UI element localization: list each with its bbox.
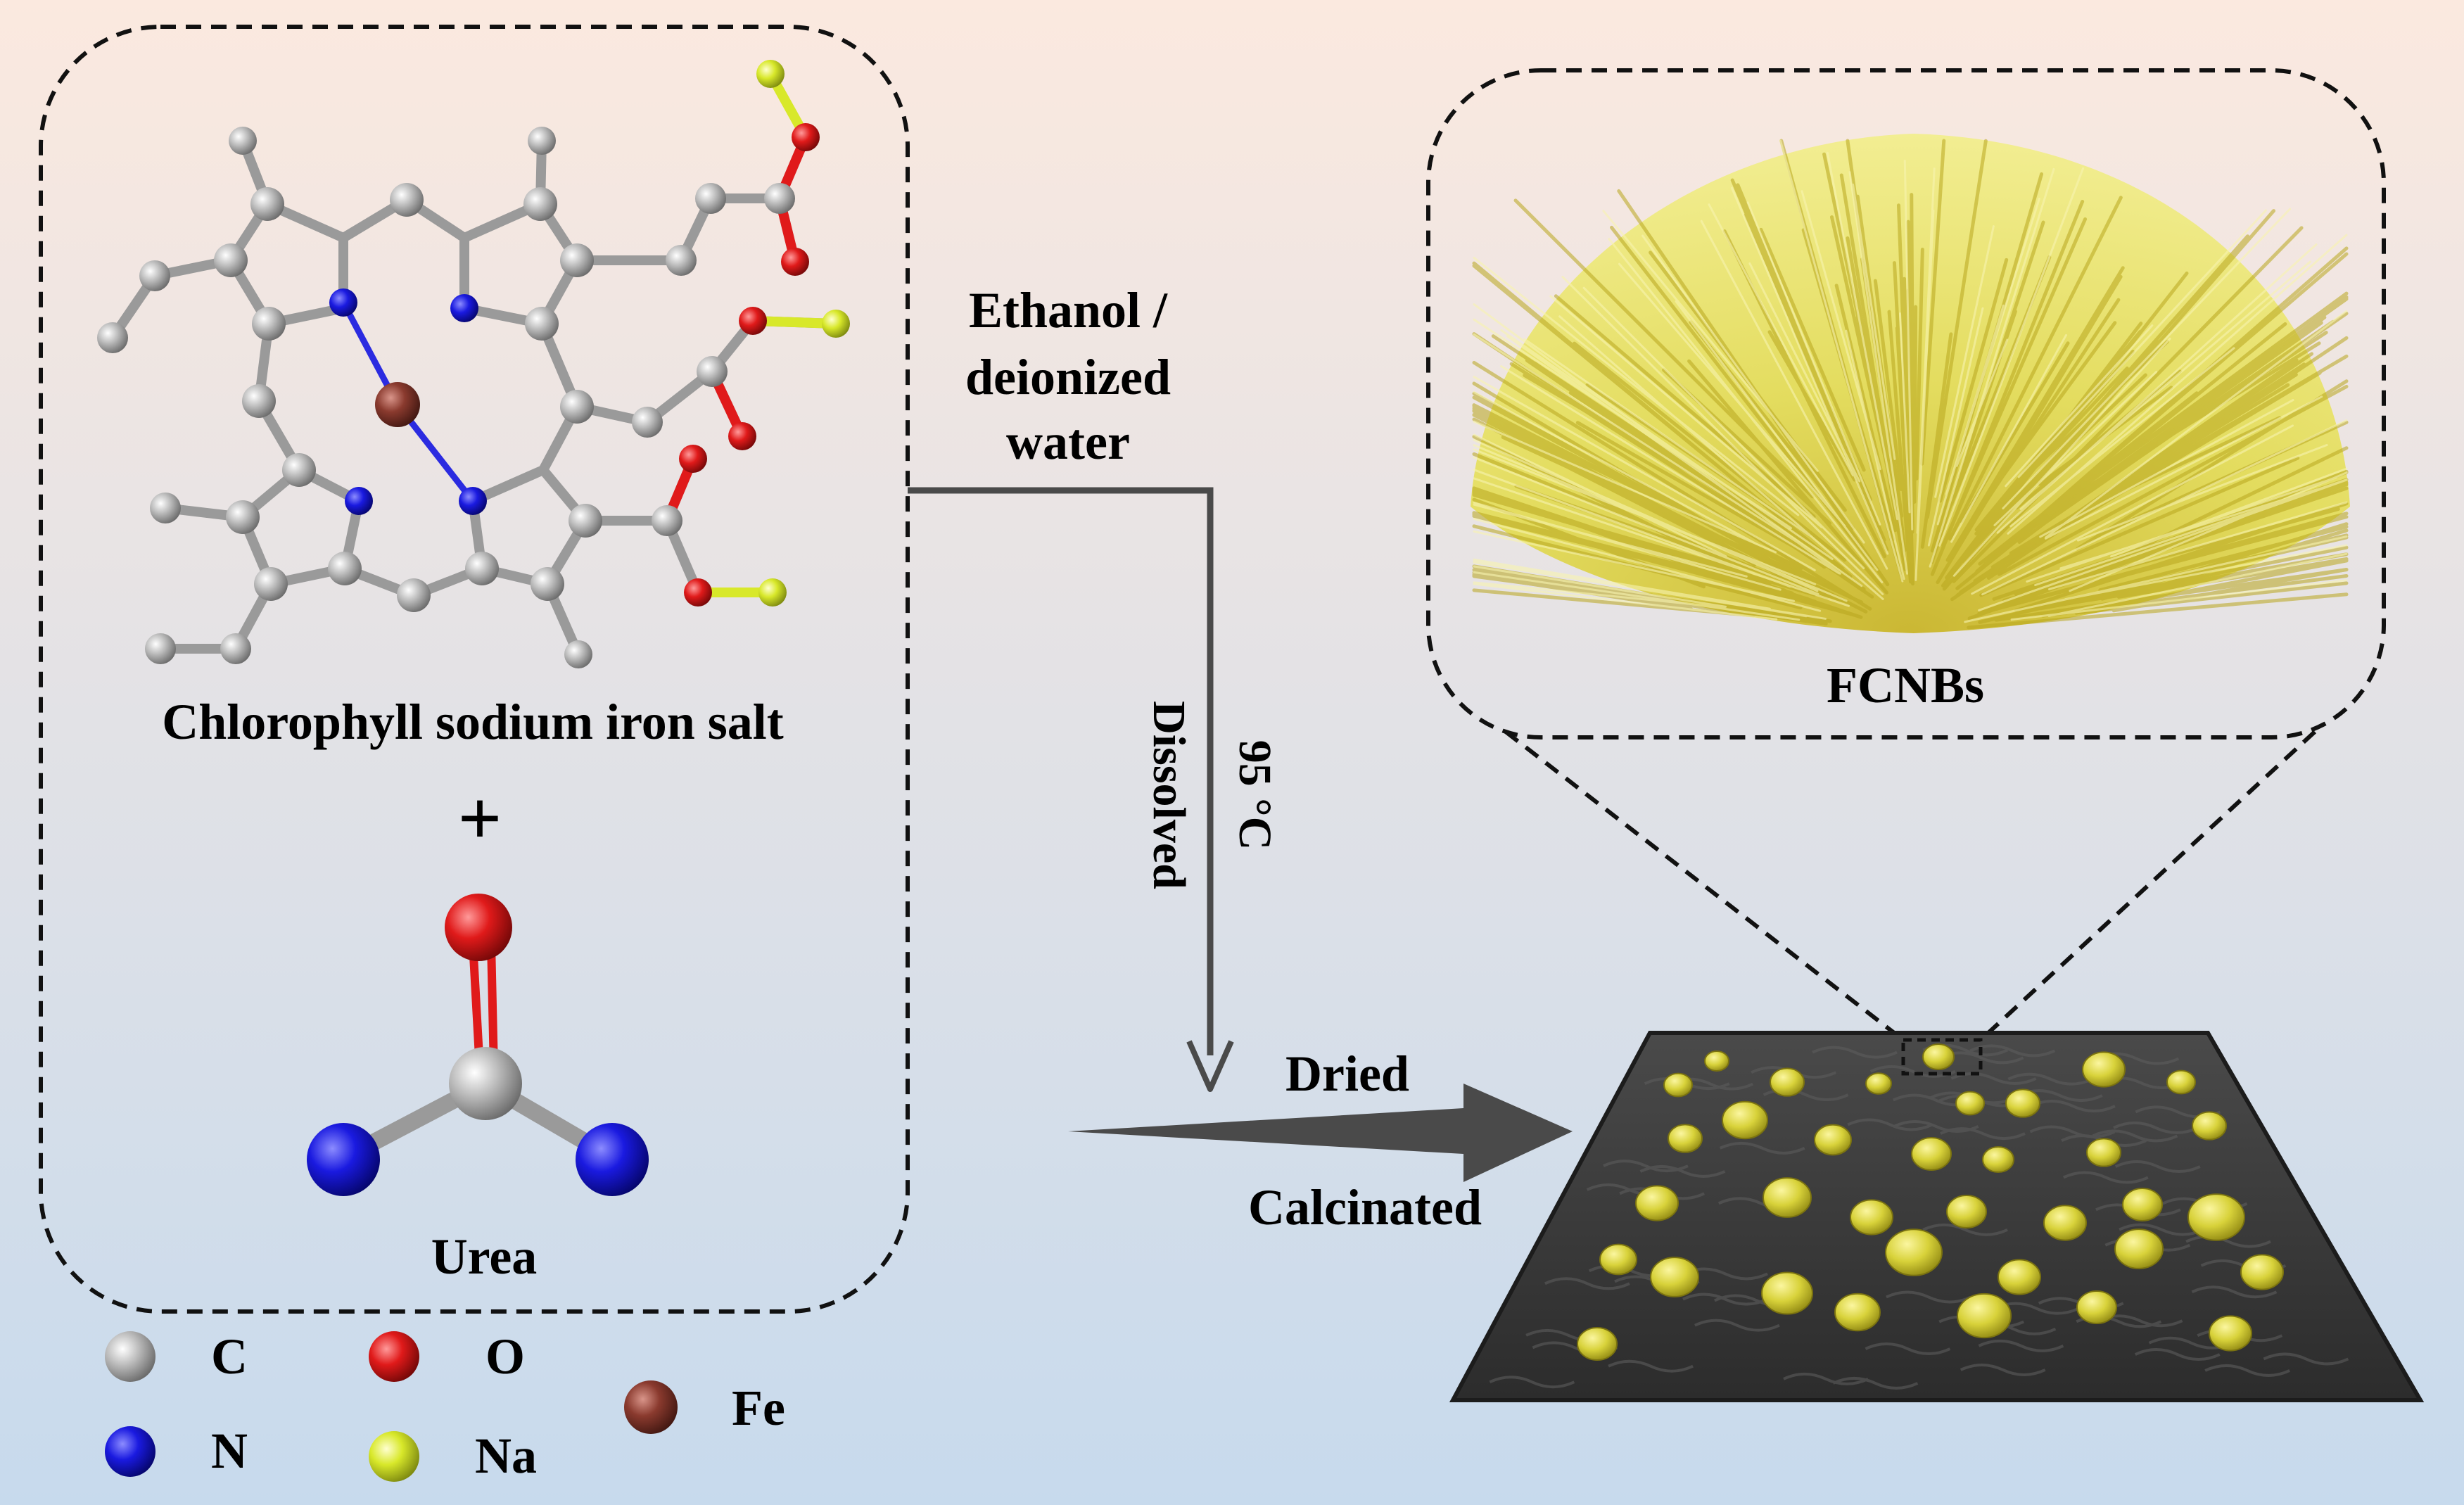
fcnb-particle — [2122, 1188, 2163, 1221]
solvent-label-line3: water — [1006, 414, 1130, 470]
fcnb-particle — [1650, 1257, 1699, 1297]
dried-label: Dried — [1285, 1046, 1409, 1102]
legend-swatch-o — [369, 1331, 419, 1382]
product-zoom-frame — [1426, 68, 2386, 739]
legend-swatch-na — [369, 1431, 419, 1482]
fcnb-particle — [1998, 1259, 2041, 1295]
fcnb-particle — [1635, 1185, 1679, 1221]
fcnb-particle — [1957, 1293, 2012, 1339]
plus-sign: + — [458, 775, 502, 861]
legend-label-n: N — [211, 1423, 248, 1479]
zoom-lines — [1504, 730, 2317, 1042]
dissolve-arrow — [908, 487, 1234, 1092]
legend-swatch-fe — [624, 1380, 678, 1434]
nanobundle-image — [1471, 134, 2350, 633]
legend-label-fe: Fe — [732, 1380, 785, 1436]
legend-swatch-n — [105, 1426, 155, 1477]
fcnb-particle — [1865, 1072, 1892, 1095]
temperature-label: 95 °C — [1229, 740, 1281, 851]
fcnb-particle — [2005, 1088, 2040, 1118]
fcnb-particle — [1599, 1243, 1637, 1276]
fcnb-particle — [1704, 1050, 1729, 1072]
fcnb-particle — [2209, 1315, 2252, 1352]
solvent-label-line1: Ethanol / — [969, 282, 1168, 338]
fcnb-particles — [1577, 1043, 2284, 1361]
fcnb-particle — [2076, 1290, 2117, 1324]
legend-swatch-c — [105, 1331, 155, 1382]
fcnb-particle — [2082, 1051, 2126, 1088]
fcnb-particle — [1982, 1145, 2014, 1174]
reactants-frame — [39, 25, 910, 1314]
fcnb-particle — [1668, 1124, 1703, 1153]
carbon-atoms — [97, 127, 795, 668]
fcnb-particle — [2187, 1193, 2245, 1241]
fcnb-particle — [1577, 1327, 1618, 1361]
legend-label-c: C — [211, 1328, 248, 1385]
fcnb-particle — [1814, 1124, 1852, 1156]
calcinated-label: Calcinated — [1248, 1179, 1482, 1236]
fcnb-particle — [1922, 1043, 1955, 1071]
solvent-label-line2: deionized — [965, 349, 1171, 405]
sodium-atoms — [756, 60, 850, 607]
fcnb-particle — [1955, 1091, 1985, 1116]
fcnb-particle — [2240, 1254, 2284, 1290]
nitrogen-atoms — [329, 288, 487, 515]
fcnb-particle — [2166, 1069, 2196, 1095]
urea-label: Urea — [431, 1228, 538, 1285]
fcnb-particle — [2192, 1111, 2227, 1141]
fcnb-particle — [1763, 1177, 1812, 1218]
fcnb-particle — [2086, 1138, 2121, 1167]
dry-calcine-arrow — [1068, 1084, 1573, 1182]
fcnb-particle — [1885, 1228, 1943, 1276]
fcnb-particle — [2043, 1205, 2087, 1241]
atom-legend: C N O Na Fe — [105, 1328, 785, 1484]
fcnb-particle — [1850, 1199, 1893, 1236]
dissolved-label: Dissolved — [1143, 701, 1195, 889]
molecule-label: Chlorophyll sodium iron salt — [162, 694, 784, 750]
iron-atom — [375, 382, 420, 427]
fcnb-particle — [1663, 1072, 1693, 1098]
product-label: FCNBs — [1827, 657, 1984, 713]
urea-molecule — [307, 894, 649, 1196]
oxygen-atoms — [679, 123, 820, 607]
fcnb-particle — [1770, 1067, 1805, 1097]
fcnb-particle — [1911, 1137, 1952, 1171]
fcnb-particle — [1946, 1195, 1987, 1228]
fcnb-particle — [2114, 1228, 2164, 1269]
fcnb-particle — [1761, 1271, 1813, 1315]
legend-label-o: O — [485, 1328, 525, 1385]
fcnb-particle — [1834, 1293, 1881, 1332]
fcnb-particle — [1722, 1100, 1768, 1140]
legend-label-na: Na — [475, 1428, 537, 1484]
chlorophyll-molecule — [97, 60, 850, 668]
